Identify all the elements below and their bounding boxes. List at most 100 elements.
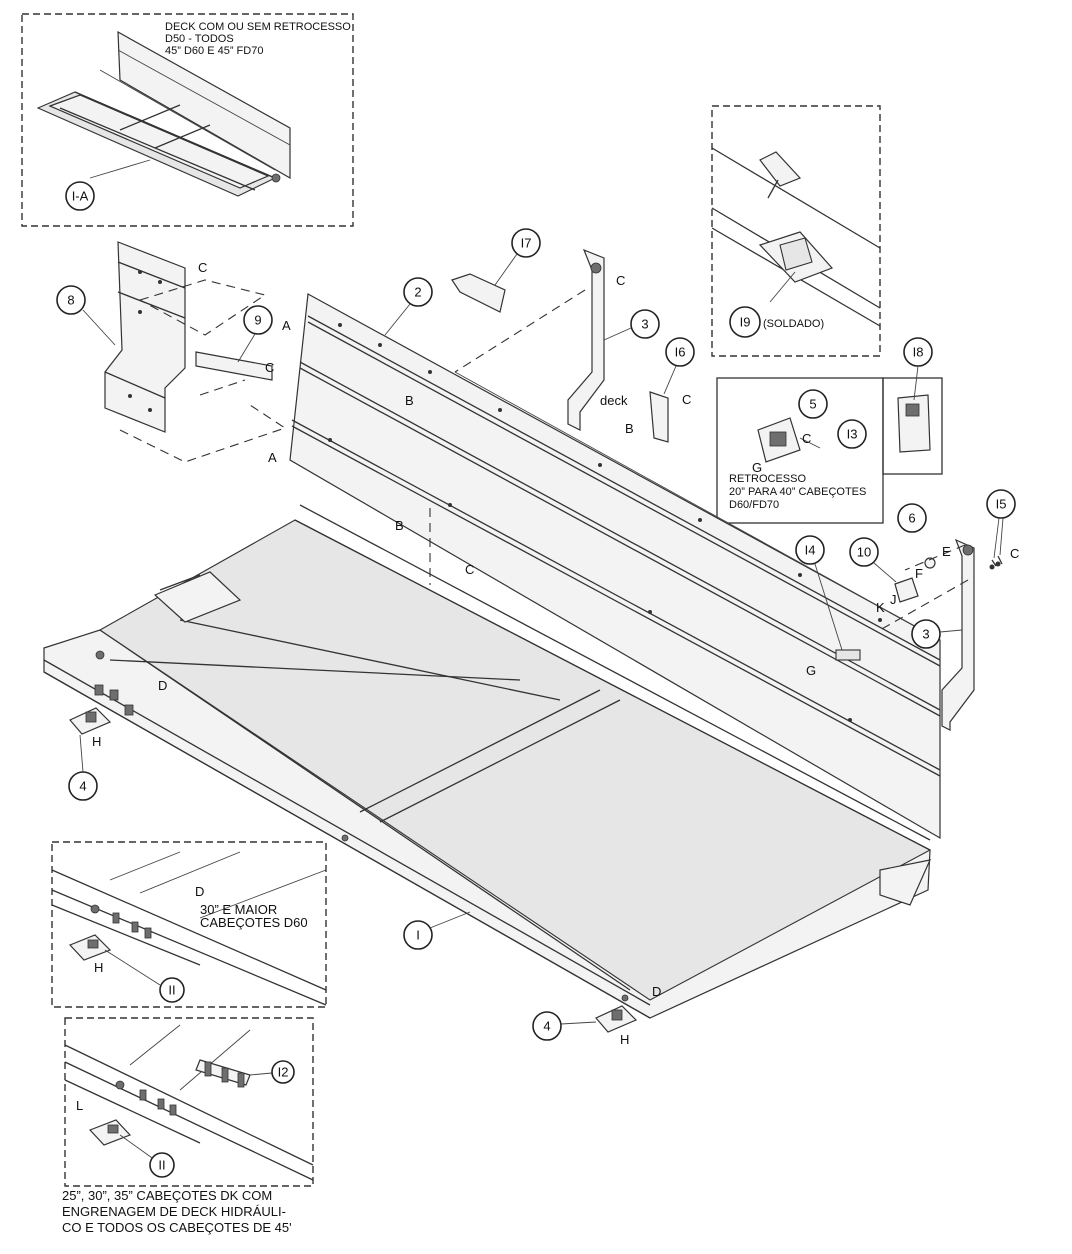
part-3-bracket-right	[941, 538, 975, 731]
letter-H-left: H	[92, 734, 101, 749]
part-1-deck-frame	[43, 504, 932, 1019]
part-16-clip	[649, 391, 669, 443]
letter-H-right: H	[620, 1032, 629, 1047]
callout-9: 9	[243, 305, 273, 335]
letter-B-clip: B	[625, 421, 634, 436]
note-soldado: (SOLDADO)	[763, 318, 824, 330]
letter-G-5: G	[752, 460, 762, 475]
svg-text:4: 4	[543, 1019, 550, 1034]
svg-text:I: I	[416, 928, 420, 943]
part-3-bracket-top	[567, 248, 605, 431]
letter-G-frame: G	[806, 663, 816, 678]
svg-text:I7: I7	[521, 236, 532, 251]
inset-d60-frame: 30” E MAIOR CABEÇOTES D60	[51, 841, 327, 1008]
inset-soldado-frame: (SOLDADO)	[711, 105, 881, 357]
note-retrocesso-3: D60/FD70	[729, 499, 779, 511]
svg-text:I3: I3	[847, 427, 858, 442]
note-inset-top-1: DECK COM OU SEM RETROCESSO	[165, 21, 351, 33]
letter-C-8: C	[198, 260, 207, 275]
svg-text:4: 4	[79, 779, 86, 794]
note-bottom-1: 25”, 30”, 35” CABEÇOTES DK COM	[62, 1188, 272, 1203]
callout-3a: 3	[630, 309, 660, 339]
svg-text:I8: I8	[913, 345, 924, 360]
callout-12: I2	[271, 1060, 295, 1084]
letter-C-16: C	[682, 392, 691, 407]
note-d60-1: 30” E MAIOR	[200, 902, 277, 917]
note-deck: deck	[600, 393, 628, 408]
callout-1: I	[403, 920, 433, 950]
note-retrocesso-1: RETROCESSO	[729, 473, 806, 485]
note-d60-2: CABEÇOTES D60	[200, 915, 308, 930]
svg-text:II: II	[158, 1158, 165, 1173]
svg-text:2: 2	[414, 285, 421, 300]
part-9-plate	[195, 351, 273, 381]
inset-retrocesso-frame: RETROCESSO 20” PARA 40” CABEÇOTES D60/FD…	[716, 377, 943, 524]
note-inset-top-2: D50 - TODOS	[165, 33, 234, 45]
letter-B-panel: B	[405, 393, 414, 408]
letter-B-frame: B	[395, 518, 404, 533]
note-bottom-3: CO E TODOS OS CABEÇOTES DE 45'	[62, 1220, 292, 1235]
letter-A-upper: A	[282, 318, 291, 333]
note-bottom-2: ENGRENAGEM DE DECK HIDRÁULI-	[62, 1204, 286, 1219]
letter-A-lower: A	[268, 450, 277, 465]
part-17-bracket	[451, 273, 506, 313]
callout-14: I4	[795, 535, 825, 565]
note-inset-top-3: 45” D60 E 45” FD70	[165, 45, 263, 57]
part-10-clip	[894, 577, 919, 603]
svg-text:II: II	[168, 983, 175, 998]
svg-text:I2: I2	[278, 1065, 289, 1080]
svg-text:I9: I9	[740, 315, 751, 330]
svg-text:I-A: I-A	[72, 189, 89, 204]
part-14-slot	[835, 649, 861, 661]
callout-3b: 3	[911, 619, 941, 649]
callout-17: I7	[511, 228, 541, 258]
letter-C-frame: C	[465, 562, 474, 577]
callout-15: I5	[986, 489, 1016, 519]
callout-4b: 4	[532, 1011, 562, 1041]
svg-text:6: 6	[908, 511, 915, 526]
callout-11b: II	[149, 1152, 175, 1178]
letter-F: F	[915, 566, 923, 581]
letter-J: J	[890, 592, 897, 607]
letter-K: K	[876, 600, 885, 615]
letter-L: L	[76, 1098, 83, 1113]
letter-C-5: C	[802, 431, 811, 446]
svg-text:5: 5	[809, 397, 816, 412]
letter-H-inset: H	[94, 960, 103, 975]
callout-5: 5	[798, 389, 828, 419]
callout-11a: II	[159, 977, 185, 1003]
svg-text:I6: I6	[675, 345, 686, 360]
part-6-washer	[924, 557, 936, 569]
part-15-screws	[989, 555, 1003, 570]
callout-4a: 4	[68, 771, 98, 801]
letter-D-right: D	[652, 984, 661, 999]
letter-D-inset: D	[195, 884, 204, 899]
svg-text:10: 10	[857, 545, 871, 560]
callout-2: 2	[403, 277, 433, 307]
note-retrocesso-2: 20” PARA 40” CABEÇOTES	[729, 486, 866, 498]
inset-45-frame	[64, 1017, 314, 1187]
svg-text:3: 3	[641, 317, 648, 332]
callout-19: I9	[729, 306, 761, 338]
letter-E: E	[942, 544, 951, 559]
letter-D-frame: D	[158, 678, 167, 693]
callout-1a: I-A	[65, 181, 95, 211]
callout-13: I3	[837, 419, 867, 449]
letter-C-15: C	[1010, 546, 1019, 561]
part-8-bracket	[104, 241, 186, 433]
callout-10: 10	[849, 537, 879, 567]
callout-8: 8	[56, 285, 86, 315]
letter-C-3: C	[616, 273, 625, 288]
svg-text:I4: I4	[805, 543, 816, 558]
callout-6: 6	[897, 503, 927, 533]
svg-text:9: 9	[254, 313, 261, 328]
letter-C-9: C	[265, 360, 274, 375]
inset-deck-frame: DECK COM OU SEM RETROCESSO D50 - TODOS 4…	[21, 13, 354, 227]
svg-text:I5: I5	[996, 497, 1007, 512]
svg-text:3: 3	[922, 627, 929, 642]
callout-16: I6	[665, 337, 695, 367]
part-2-back-panel	[289, 293, 941, 840]
callout-18: I8	[903, 337, 933, 367]
svg-text:8: 8	[67, 293, 74, 308]
